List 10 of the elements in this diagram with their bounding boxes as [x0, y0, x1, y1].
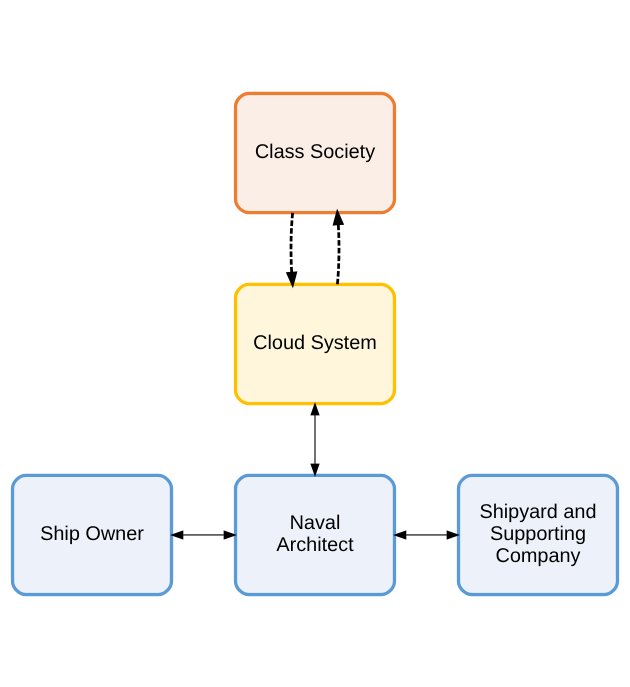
node-box: Cloud System: [234, 282, 396, 405]
node-box: Shipyard and Supporting Company: [456, 473, 620, 596]
arrow: [332, 208, 344, 284]
arrow: [170, 530, 237, 540]
arrow: [286, 212, 298, 288]
node-box: Ship Owner: [10, 473, 174, 596]
node-box: Naval Architect: [234, 473, 396, 596]
arrow: [310, 402, 320, 476]
node-box: Class Society: [234, 91, 396, 214]
arrow: [393, 530, 460, 540]
